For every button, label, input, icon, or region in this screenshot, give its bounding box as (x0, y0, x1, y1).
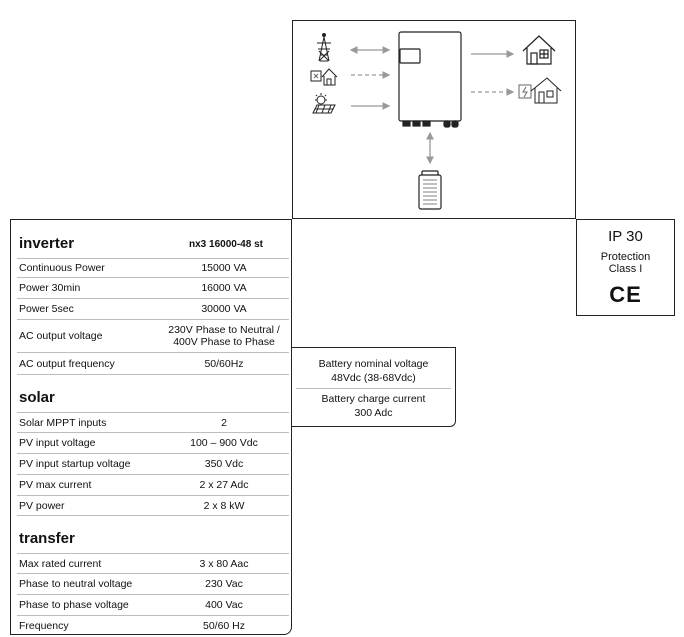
system-diagram (292, 20, 576, 219)
row-value-line2: 400V Phase to Phase (173, 336, 275, 348)
row-value: 50/60Hz (204, 357, 244, 370)
row-label: PV input voltage (19, 437, 96, 449)
row-label: PV input startup voltage (19, 458, 131, 470)
table-row: Continuous Power 15000 VA (17, 258, 289, 278)
generator-house-icon (310, 68, 338, 86)
spec-panel-top-border (10, 219, 292, 220)
transfer-heading: transfer (19, 530, 75, 547)
row-label: Phase to phase voltage (19, 599, 129, 611)
solar-panel-icon (312, 93, 336, 114)
battery-nominal: Battery nominal voltage 48Vdc (38-68Vdc) (292, 348, 455, 385)
protection-class-line1: Protection (600, 251, 651, 263)
protection-class-line2: Class I (608, 263, 643, 275)
row-value: 2 x 27 Adc (199, 479, 249, 491)
row-value: 50/60 Hz (202, 619, 246, 632)
solar-heading: solar (19, 389, 55, 406)
battery-spec-box: Battery nominal voltage 48Vdc (38-68Vdc)… (292, 347, 456, 427)
row-label: Frequency (19, 619, 69, 632)
table-row: Max rated current 3 x 80 Aac (17, 553, 289, 574)
row-value: 2 (221, 416, 227, 429)
power-pylon-icon (317, 33, 331, 62)
row-value-line1: 230V Phase to Neutral / (168, 324, 280, 336)
battery-charge-value: 300 Adc (354, 407, 393, 419)
row-value: 2 x 8 kW (203, 499, 245, 512)
ev-house-icon (518, 77, 562, 104)
table-row: AC output frequency 50/60Hz (17, 353, 289, 375)
system-diagram-svg (310, 31, 562, 210)
row-label: Max rated current (19, 557, 102, 570)
row-value: 16000 VA (201, 282, 247, 294)
table-row: AC output voltage 230V Phase to Neutral … (17, 320, 289, 353)
row-label: Power 5sec (19, 303, 74, 315)
row-value: 100 – 900 Vdc (190, 437, 258, 449)
table-row: Solar MPPT inputs 2 (17, 412, 289, 433)
row-value: 230 Vac (205, 578, 243, 590)
table-row: Phase to neutral voltage 230 Vac (17, 574, 289, 595)
spec-panel: inverter nx3 16000-48 st Continuous Powe… (10, 219, 292, 635)
table-row: Phase to phase voltage 400 Vac (17, 595, 289, 616)
battery-nominal-label: Battery nominal voltage (318, 358, 429, 370)
table-row: PV input startup voltage 350 Vdc (17, 454, 289, 475)
ip-rating: IP 30 (608, 228, 643, 245)
battery-charge: Battery charge current 300 Adc (292, 385, 455, 420)
battery-icon (418, 170, 442, 210)
row-value: 350 Vdc (204, 458, 244, 470)
row-label: PV max current (19, 479, 92, 491)
row-label: Phase to neutral voltage (19, 578, 133, 590)
row-value: 3 x 80 Aac (199, 557, 249, 570)
row-value: 230V Phase to Neutral / 400V Phase to Ph… (159, 324, 289, 348)
battery-nominal-value: 48Vdc (38-68Vdc) (331, 372, 416, 384)
inverter-heading: inverter (19, 235, 75, 252)
divider (296, 388, 451, 389)
house-icon (522, 35, 556, 65)
table-row: PV input voltage 100 – 900 Vdc (17, 433, 289, 454)
row-value: 15000 VA (201, 262, 247, 274)
table-row: Power 5sec 30000 VA (17, 299, 289, 320)
row-label: AC output frequency (19, 357, 115, 370)
table-row: Power 30min 16000 VA (17, 278, 289, 299)
row-label: Solar MPPT inputs (19, 416, 107, 429)
row-label: PV power (19, 499, 65, 512)
table-row: PV max current 2 x 27 Adc (17, 475, 289, 496)
ce-mark: CE (609, 282, 642, 307)
battery-charge-label: Battery charge current (321, 393, 426, 405)
row-value: 400 Vac (205, 599, 243, 611)
row-label: Continuous Power (19, 262, 105, 274)
row-value: 30000 VA (201, 303, 247, 315)
ip-rating-box: IP 30 Protection Class I CE (576, 219, 675, 316)
inverter-unit-icon (398, 31, 462, 128)
row-label: AC output voltage (19, 330, 103, 342)
row-label: Power 30min (19, 282, 81, 294)
model-name: nx3 16000-48 st (189, 239, 263, 250)
table-row: PV power 2 x 8 kW (17, 496, 289, 516)
table-row: Frequency 50/60 Hz (17, 616, 289, 635)
